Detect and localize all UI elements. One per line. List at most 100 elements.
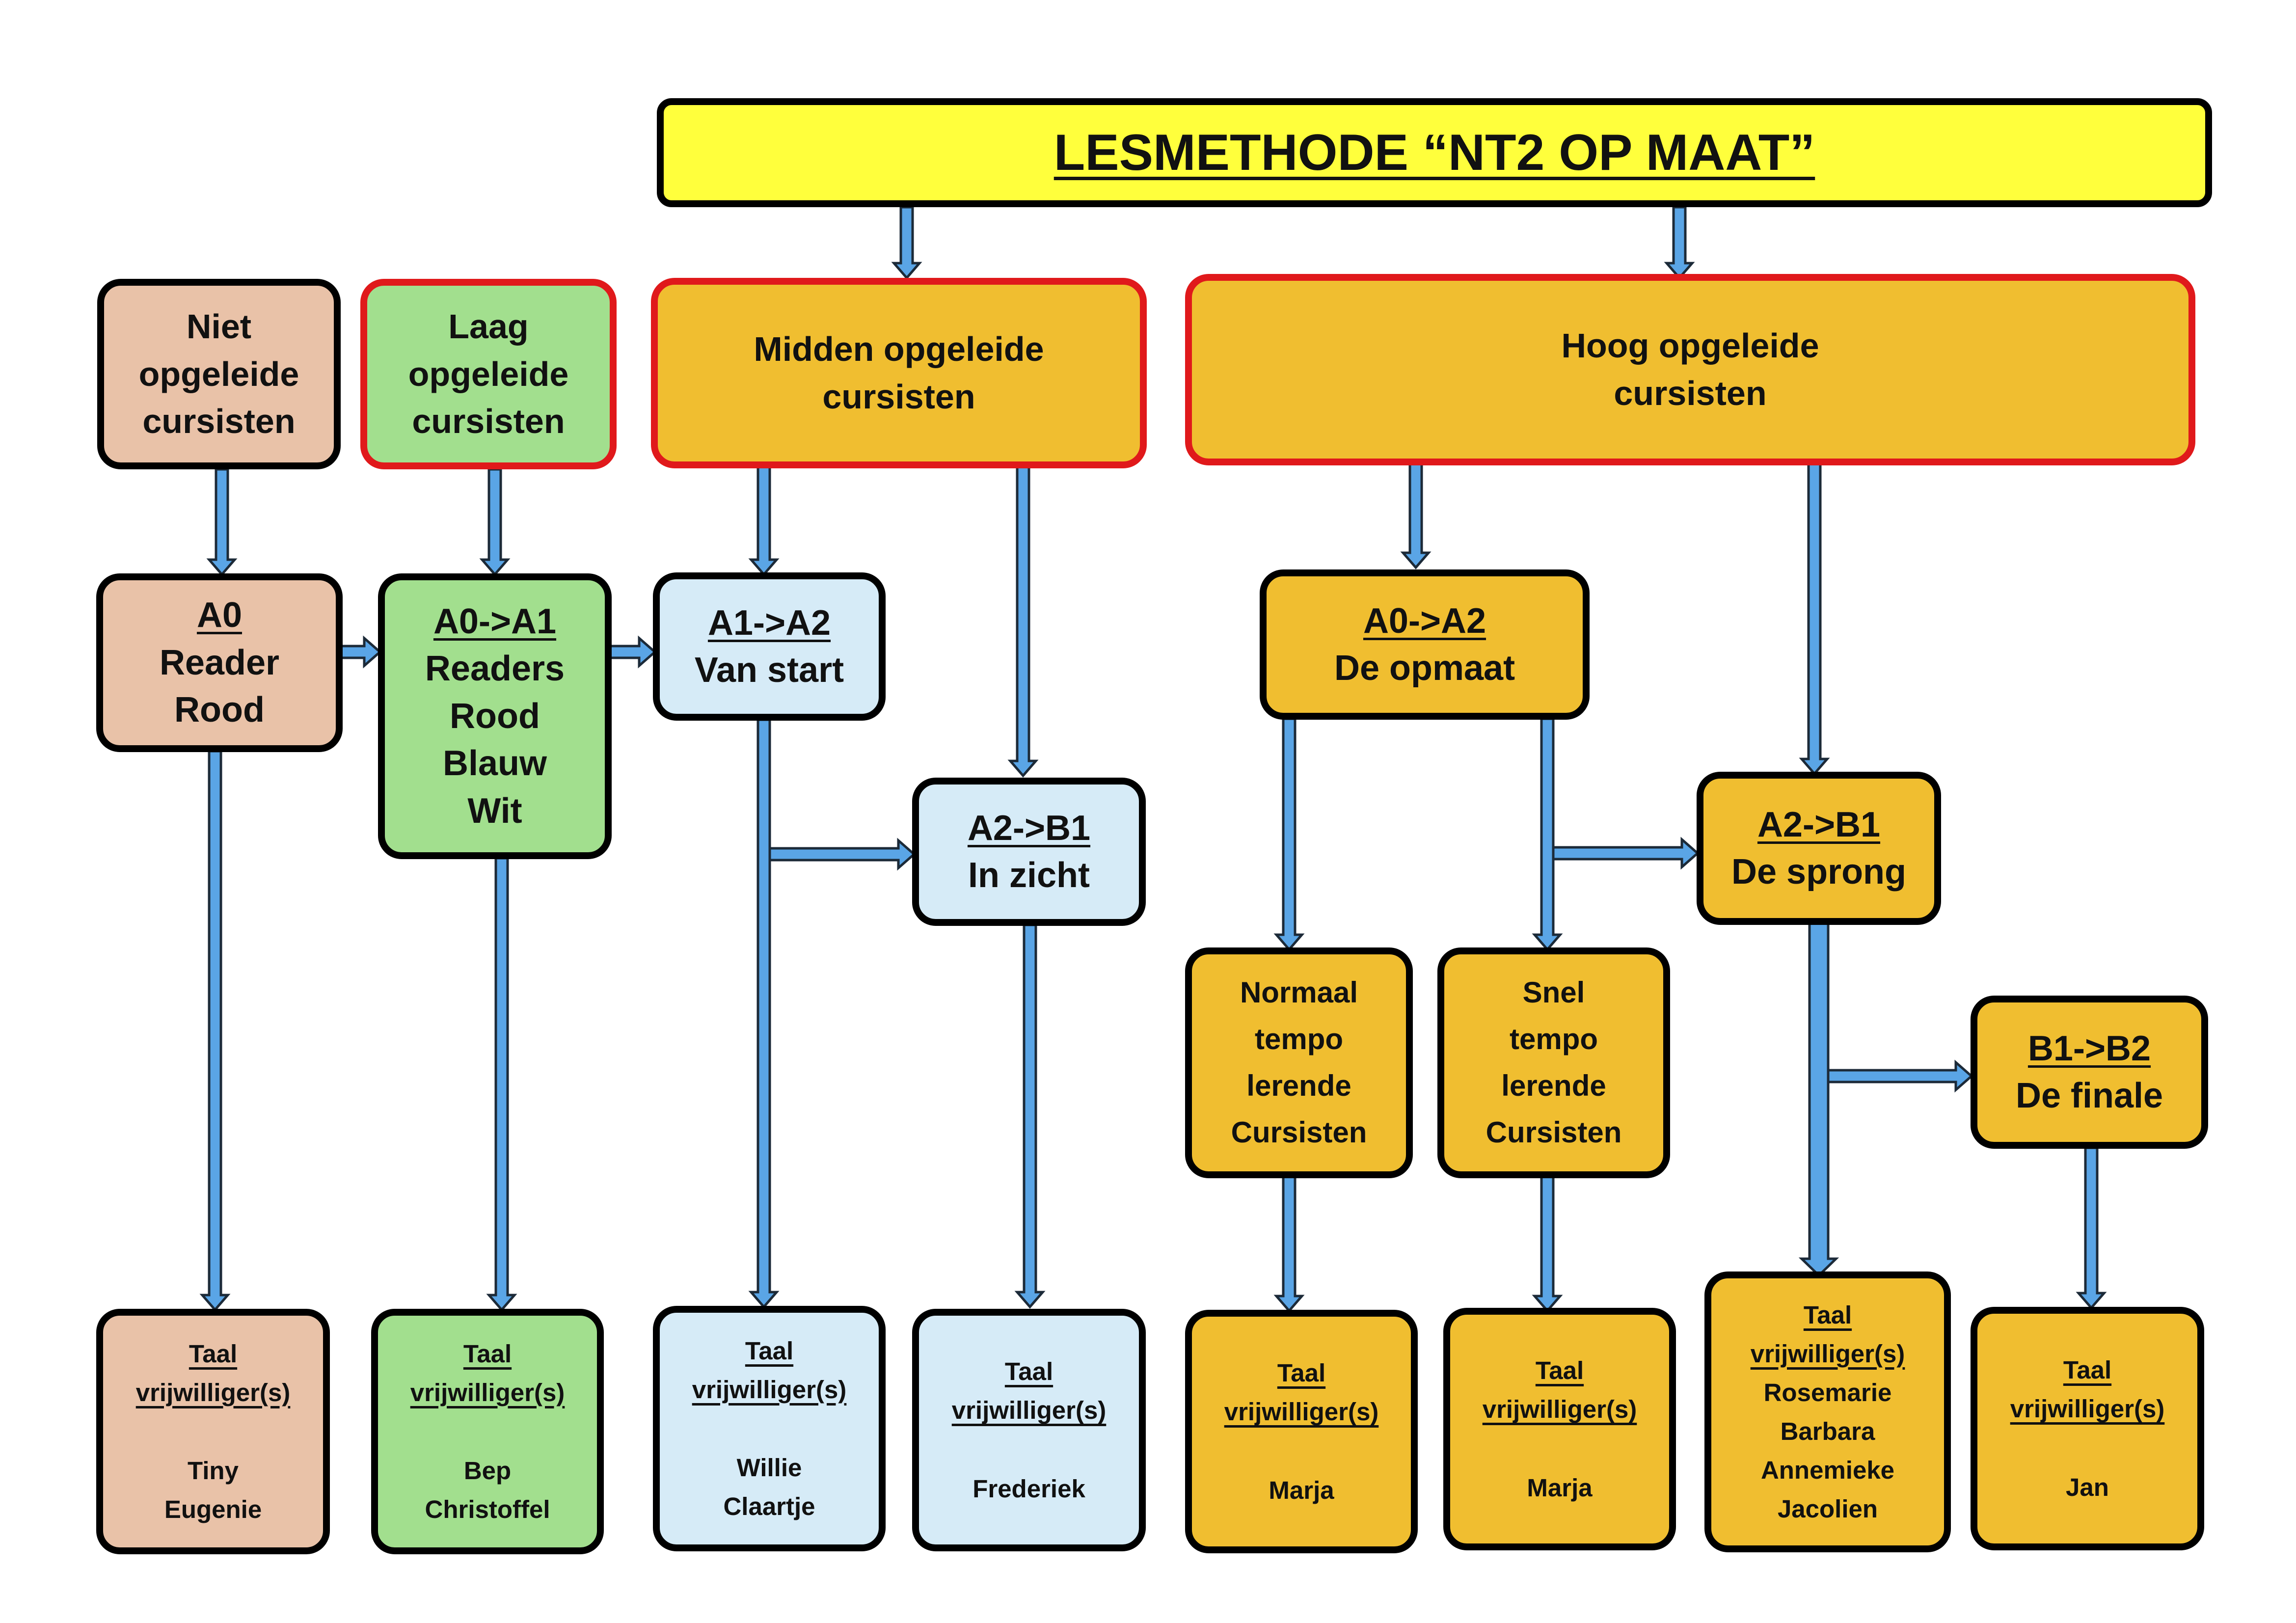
level-a0a1-line-1: Readers: [425, 649, 565, 689]
group-niet-opgeleide: Niet opgeleide cursisten: [97, 279, 341, 469]
group-laag-line-2: opgeleide: [408, 354, 569, 393]
level-a1a2-code: A1->A2: [707, 603, 831, 643]
page-title: LESMETHODE “NT2 OP MAAT”: [657, 98, 2212, 207]
tempo-snel-line-3: lerende: [1501, 1069, 1606, 1102]
volunteer-name: Annemieke: [1760, 1456, 1895, 1485]
volunteers-b1b2-header-2: vrijwilliger(s): [2010, 1395, 2165, 1423]
volunteers-a2-b1-in-zicht: Taal vrijwilliger(s) Frederiek: [912, 1309, 1146, 1551]
group-hoog-opgeleide: Hoog opgeleide cursisten: [1185, 274, 2195, 465]
tempo-normaal: Normaal tempo lerende Cursisten: [1185, 947, 1413, 1178]
volunteer-name: Christoffel: [425, 1495, 550, 1524]
level-a0-line-1: Reader: [159, 643, 280, 682]
arrow-b1b2-to-volunteers: [2076, 1146, 2107, 1310]
volunteers-a2b1-mid-header-2: vrijwilliger(s): [951, 1396, 1107, 1425]
arrow-a0a2-to-snel: [1532, 717, 1563, 951]
level-a1a2-line-1: Van start: [694, 650, 844, 690]
level-a2-b1-de-sprong: A2->B1 De sprong: [1697, 772, 1941, 925]
volunteer-name: Frederiek: [972, 1474, 1085, 1503]
volunteers-a2b1-hoog-header-2: vrijwilliger(s): [1750, 1339, 1905, 1368]
tempo-snel-line-1: Snel: [1522, 976, 1585, 1009]
group-midden-opgeleide: Midden opgeleide cursisten: [651, 278, 1147, 468]
volunteer-name: Marja: [1269, 1476, 1334, 1504]
arrow-a0-to-volunteers: [199, 750, 231, 1312]
tempo-normaal-line-2: tempo: [1255, 1023, 1343, 1056]
level-a0a2-code: A0->A2: [1363, 601, 1486, 641]
volunteers-a1a2-header-2: vrijwilliger(s): [692, 1375, 847, 1404]
level-a0-a2-de-opmaat: A0->A2 De opmaat: [1260, 569, 1590, 720]
tempo-normaal-line-1: Normaal: [1240, 976, 1358, 1009]
level-a0a1-line-3: Blauw: [442, 744, 547, 784]
volunteer-name: Eugenie: [164, 1495, 262, 1524]
volunteers-normaal: Taal vrijwilliger(s) Marja: [1185, 1310, 1418, 1553]
level-a2b1-hoog-line-1: De sprong: [1731, 852, 1907, 892]
level-a0-line-2: Rood: [174, 690, 265, 730]
arrow-a0a2-to-a2b1-hoog: [1552, 837, 1700, 870]
arrow-a0a1-to-a1a2: [607, 635, 657, 669]
volunteer-name: Rosemarie: [1763, 1378, 1892, 1407]
volunteer-name: Jacolien: [1777, 1495, 1878, 1523]
volunteers-snel: Taal vrijwilliger(s) Marja: [1443, 1308, 1676, 1550]
arrow-niet-to-a0: [206, 468, 238, 576]
volunteer-name: Jan: [2066, 1473, 2109, 1501]
volunteer-name: Claartje: [723, 1492, 815, 1521]
volunteer-name: Tiny: [188, 1457, 239, 1485]
volunteers-snel-header-2: vrijwilliger(s): [1482, 1395, 1637, 1424]
arrow-midden-to-a1a2: [748, 465, 780, 576]
volunteers-a0-header-2: vrijwilliger(s): [135, 1378, 291, 1407]
arrow-a2b1-hoog-to-volunteers: [1798, 921, 1839, 1277]
arrow-snel-to-volunteers: [1532, 1175, 1563, 1313]
group-niet-line-1: Niet: [186, 307, 252, 346]
level-a2b1-hoog-code: A2->B1: [1757, 805, 1881, 844]
arrow-a2b1-hoog-to-b1b2: [1827, 1059, 1973, 1093]
group-midden-line-1: Midden opgeleide: [754, 330, 1044, 369]
volunteer-name: Barbara: [1780, 1417, 1875, 1445]
level-a2b1-mid-code: A2->B1: [967, 808, 1091, 848]
volunteers-normaal-header-1: Taal: [1277, 1359, 1326, 1387]
level-a0-code: A0: [196, 595, 243, 635]
arrow-title-to-midden: [891, 206, 922, 280]
tempo-normaal-line-4: Cursisten: [1231, 1115, 1367, 1149]
arrow-normaal-to-volunteers: [1273, 1175, 1305, 1313]
arrow-title-to-hoog: [1664, 206, 1695, 280]
volunteers-a1a2-header-1: Taal: [745, 1336, 794, 1365]
arrow-hoog-to-a2b1-hoog: [1799, 462, 1830, 776]
volunteers-a0-header-1: Taal: [189, 1339, 238, 1368]
level-a0a1-line-2: Rood: [450, 696, 540, 736]
level-b1b2-code: B1->B2: [2027, 1028, 2151, 1068]
group-laag-opgeleide: Laag opgeleide cursisten: [360, 279, 617, 469]
volunteer-name: Willie: [736, 1454, 802, 1482]
volunteers-a1-a2: Taal vrijwilliger(s) Willie Claartje: [653, 1306, 886, 1551]
group-laag-line-3: cursisten: [412, 402, 565, 441]
arrow-a1a2-to-a2b1-mid: [767, 838, 916, 871]
tempo-normaal-line-3: lerende: [1246, 1069, 1351, 1102]
group-midden-line-2: cursisten: [822, 378, 975, 416]
level-a2-b1-in-zicht: A2->B1 In zicht: [912, 778, 1146, 926]
volunteers-snel-header-1: Taal: [1535, 1356, 1584, 1385]
level-a0-a1: A0->A1 Readers Rood Blauw Wit: [378, 573, 612, 859]
volunteers-a2b1-mid-header-1: Taal: [1004, 1357, 1053, 1386]
arrow-a0a1-to-volunteers: [486, 857, 517, 1312]
volunteers-a0-a1: Taal vrijwilliger(s) Bep Christoffel: [371, 1309, 604, 1554]
arrow-laag-to-a0a1: [479, 468, 511, 576]
volunteers-b1-b2: Taal vrijwilliger(s) Jan: [1971, 1307, 2204, 1550]
group-laag-line-1: Laag: [448, 307, 529, 346]
arrow-hoog-to-a0a2: [1400, 462, 1432, 569]
tempo-snel-line-4: Cursisten: [1486, 1115, 1622, 1149]
volunteers-a0a1-header-2: vrijwilliger(s): [410, 1378, 565, 1407]
group-hoog-line-1: Hoog opgeleide: [1561, 326, 1819, 365]
group-niet-line-2: opgeleide: [138, 354, 299, 393]
tempo-snel-line-2: tempo: [1510, 1023, 1598, 1056]
level-b1b2-line-1: De finale: [2015, 1076, 2163, 1115]
volunteer-name: Marja: [1527, 1473, 1593, 1502]
level-a1-a2: A1->A2 Van start: [653, 572, 886, 721]
volunteers-a0: Taal vrijwilliger(s) Tiny Eugenie: [96, 1309, 330, 1554]
level-a0a2-line-1: De opmaat: [1334, 649, 1515, 688]
volunteers-a2b1-hoog-header-1: Taal: [1803, 1300, 1852, 1329]
arrow-midden-to-a2b1-mid: [1007, 465, 1039, 778]
volunteers-a2-b1-de-sprong: Taal vrijwilliger(s) Rosemarie Barbara A…: [1704, 1271, 1951, 1552]
volunteer-name: Bep: [463, 1457, 512, 1485]
group-niet-line-3: cursisten: [142, 402, 296, 441]
level-a2b1-mid-line-1: In zicht: [968, 856, 1090, 895]
group-hoog-line-2: cursisten: [1614, 374, 1767, 412]
